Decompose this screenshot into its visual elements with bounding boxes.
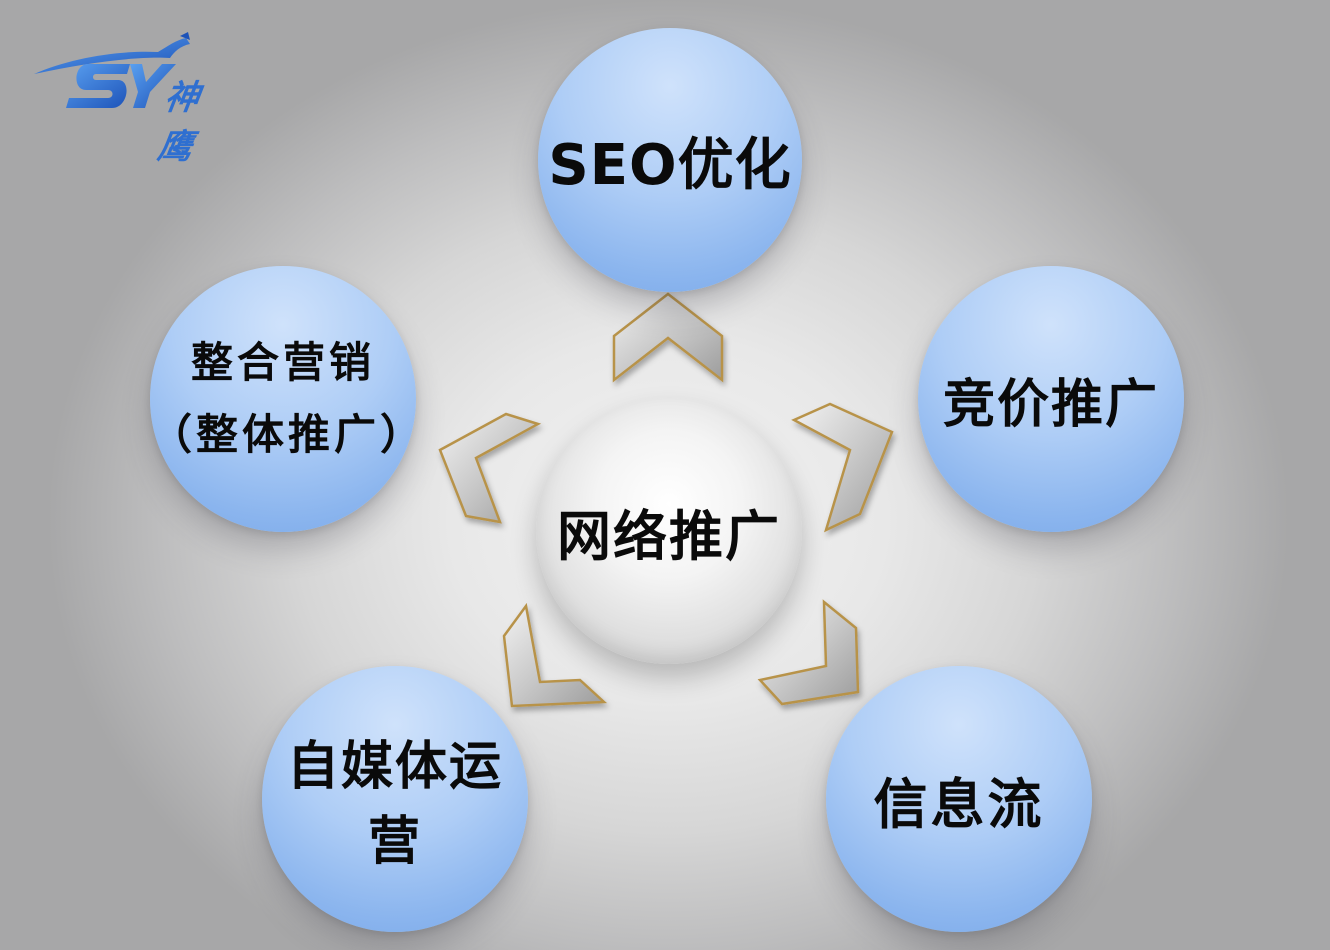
node-seo: SEO优化 — [538, 28, 802, 292]
node-bidding-label: 竞价推广 — [942, 374, 1159, 435]
node-integrated-marketing: 整合营销 （整体推广） — [150, 266, 427, 532]
node-info-flow-label: 信息流 — [873, 772, 1045, 836]
node-integrated-label-line2: （整体推广） — [150, 410, 427, 459]
eagle-logo-icon — [34, 32, 190, 108]
node-self-media-label: 自媒体运营 — [286, 737, 503, 872]
center-label: 网络推广 — [557, 504, 781, 568]
node-bidding: 竞价推广 — [918, 266, 1184, 532]
center-node: 网络推广 — [536, 398, 802, 664]
node-info-flow: 信息流 — [826, 666, 1092, 932]
node-self-media: 自媒体运营 — [262, 666, 528, 932]
node-integrated-label-line1: 整合营销 — [190, 338, 375, 387]
logo: 神鹰 — [30, 28, 230, 167]
logo-name: 神鹰 — [155, 78, 203, 167]
node-seo-label: SEO优化 — [548, 132, 792, 198]
